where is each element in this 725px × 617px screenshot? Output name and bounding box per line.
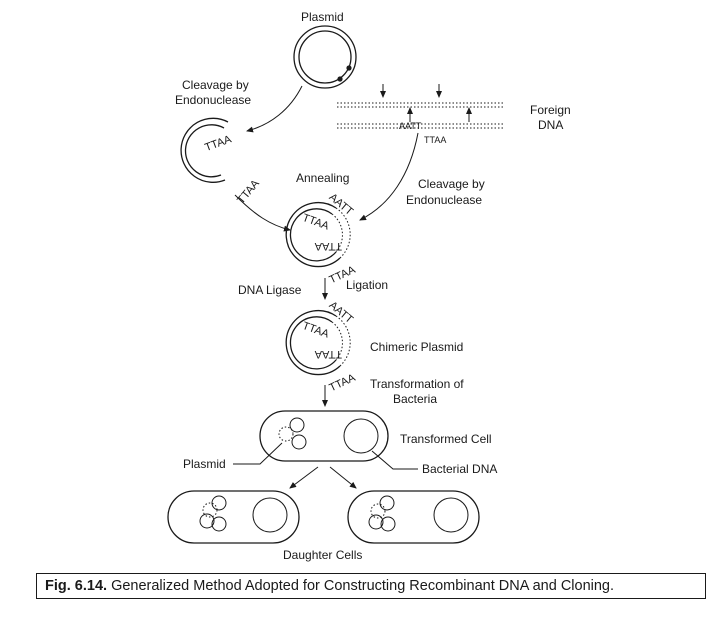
annealed-ttaa-inverted: TTAA xyxy=(314,240,342,252)
chimeric-ttaa-inverted: TTAA xyxy=(314,348,342,360)
ligation-label: Ligation xyxy=(346,278,388,292)
plasmid-leader-line xyxy=(233,442,283,465)
annealed-ttaa-inner: TTAA xyxy=(301,212,331,233)
plasmid-top-label: Plasmid xyxy=(301,10,344,24)
arrow-cut-to-annealed xyxy=(234,194,291,232)
cleavage1-line2: Endonuclease xyxy=(175,93,251,107)
transformation-line1: Transformation of xyxy=(370,377,464,391)
arrow-plasmid-to-cut xyxy=(246,85,303,133)
cut-plasmid-ttaa-top: TTAA xyxy=(203,133,233,154)
bacterial-dna-leader-line xyxy=(371,450,418,470)
foreign-dna-ttaa: TTAA xyxy=(424,135,446,145)
chimeric-plasmid-label: Chimeric Plasmid xyxy=(370,340,463,354)
foreign-label-line2: DNA xyxy=(538,118,563,132)
daughter-cell-left xyxy=(167,490,300,544)
chimeric-ttaa-bottom: TTAA xyxy=(327,372,357,395)
daughter-cell-right xyxy=(347,490,480,544)
figure-caption: Fig. 6.14. Generalized Method Adopted fo… xyxy=(36,573,706,599)
arrow-to-daughter-right xyxy=(329,466,357,489)
chimeric-plasmid xyxy=(285,309,351,376)
foreign-dna xyxy=(337,84,505,129)
daughter-cells-label: Daughter Cells xyxy=(283,548,362,562)
plasmid-top xyxy=(293,25,357,89)
cleavage1-line1: Cleavage by xyxy=(182,78,249,92)
transformed-cell-label: Transformed Cell xyxy=(400,432,492,446)
annealed-plasmid xyxy=(285,201,351,268)
figure-caption-text: Generalized Method Adopted for Construct… xyxy=(111,578,615,594)
cut-plasmid xyxy=(180,117,229,183)
cleavage2-line1: Cleavage by xyxy=(418,177,485,191)
cut-plasmid-ttaa-bottom: TTAA xyxy=(235,177,262,206)
figure-number: Fig. 6.14. xyxy=(45,578,108,594)
foreign-label-line1: Foreign xyxy=(530,103,571,117)
arrow-foreign-to-annealed xyxy=(359,132,419,221)
plasmid-cell-label: Plasmid xyxy=(183,457,226,471)
annealing-label: Annealing xyxy=(296,171,349,185)
cleavage2-line2: Endonuclease xyxy=(406,193,482,207)
transformation-line2: Bacteria xyxy=(393,392,437,406)
arrow-to-daughter-left xyxy=(289,466,319,489)
chimeric-ttaa-inner: TTAA xyxy=(301,320,331,341)
bacterial-dna-label: Bacterial DNA xyxy=(422,462,497,476)
foreign-dna-aatt: AATT xyxy=(399,121,422,131)
dna-ligase-label: DNA Ligase xyxy=(238,283,302,297)
transformed-cell xyxy=(259,410,389,462)
